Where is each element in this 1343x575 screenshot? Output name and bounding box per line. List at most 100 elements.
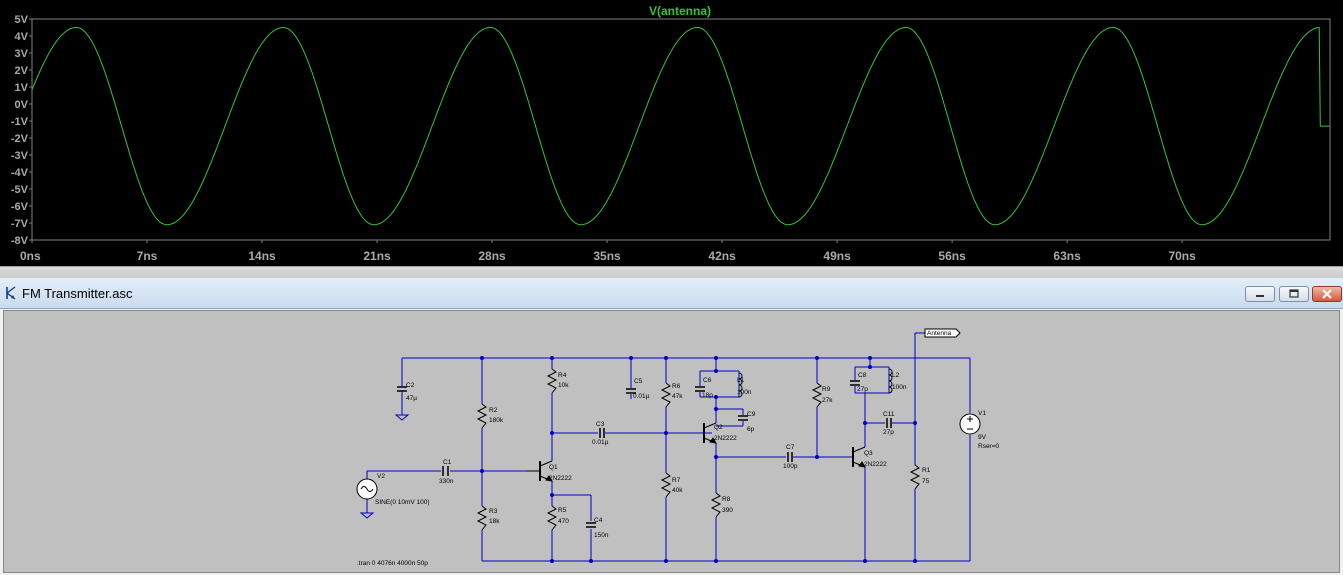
minimize-icon (1256, 295, 1264, 297)
capacitor-symbols (397, 380, 892, 528)
label-R2-name: R2 (489, 407, 498, 414)
label-R4-name: R4 (558, 372, 567, 379)
plot-area[interactable] (31, 18, 1331, 241)
component-labels: Antenna C2 47µ R2 180k R3 18k V2 SINE(0 … (357, 330, 1000, 567)
label-R8-value: 390 (722, 507, 733, 514)
label-C7-value: 100p (783, 463, 798, 470)
y-tick-label: 2V (15, 65, 29, 77)
label-Q1-name: Q1 (549, 464, 558, 471)
label-C6-name: C6 (703, 377, 712, 384)
minimize-button[interactable] (1245, 286, 1275, 302)
label-R7-value: 40k (672, 487, 683, 494)
label-C5-name: C5 (634, 378, 643, 385)
resistor-symbols (476, 368, 921, 531)
label-R4-value: 10k (558, 382, 569, 389)
label-V2-name: V2 (377, 473, 385, 480)
label-V1-rser: Rser=0 (978, 443, 1000, 450)
label-Q3-name: Q3 (864, 450, 873, 457)
label-Q3-value: 2N2222 (864, 461, 887, 468)
label-R1-name: R1 (922, 467, 931, 474)
x-tick-label: 42ns (708, 249, 736, 263)
label-C6-value: 18p (702, 392, 713, 399)
x-tick-label: 0ns (20, 249, 41, 263)
label-C8-name: C8 (858, 372, 867, 379)
plot-title[interactable]: V(antenna) (649, 4, 711, 18)
label-Q1-value: 2N2222 (549, 475, 572, 482)
spice-directive[interactable]: .tran 0 4076n 4000n 50p (357, 560, 428, 567)
y-tick-label: 5V (15, 14, 29, 26)
label-L1-value: 100n (737, 389, 752, 396)
maximize-icon (1289, 289, 1299, 298)
y-tick-label: 3V (15, 48, 29, 60)
label-C3-value: 0.01µ (592, 439, 609, 446)
net-label-antenna: Antenna (927, 330, 952, 337)
label-C5-value: 0.01µ (633, 393, 650, 400)
x-tick-label: 70ns (1168, 249, 1196, 263)
ltspice-icon (6, 286, 16, 300)
x-tick-label: 56ns (938, 249, 966, 263)
y-tick-label: -7V (11, 218, 29, 230)
label-R9-value: 27k (822, 397, 833, 404)
label-C1-value: 330n (439, 478, 454, 485)
y-tick-label: 1V (15, 82, 29, 94)
y-tick-label: 4V (15, 31, 29, 43)
label-C11-value: 27p (883, 429, 894, 436)
label-C9-name: C9 (747, 411, 756, 418)
label-C8-value: 27p (857, 386, 868, 393)
plot-window-bottom-edge (0, 266, 1343, 279)
y-tick-label: 0V (15, 99, 29, 111)
schematic-titlebar[interactable]: FM Transmitter.asc (0, 278, 1343, 309)
y-tick-label: -6V (11, 201, 29, 213)
x-tick-label: 28ns (478, 249, 506, 263)
label-V1-value: 9V (978, 434, 987, 441)
maximize-button[interactable] (1279, 286, 1309, 302)
x-tick-label: 49ns (823, 249, 851, 263)
label-C4-value: 150n (594, 532, 609, 539)
label-C9-value: 6p (747, 426, 755, 433)
close-button[interactable] (1312, 286, 1342, 302)
label-C7-name: C7 (786, 444, 795, 451)
label-R9-name: R9 (822, 386, 831, 393)
ground-symbols (359, 395, 410, 519)
label-R6-value: 47k (672, 393, 683, 400)
schematic-drawing[interactable]: Antenna C2 47µ R2 180k R3 18k V2 SINE(0 … (4, 311, 1339, 572)
y-tick-label: -1V (11, 116, 29, 128)
label-C3-name: C3 (596, 421, 605, 428)
v-antenna-trace (31, 26, 1330, 226)
antenna-net-flag[interactable] (924, 328, 961, 338)
x-tick-label: 35ns (593, 249, 621, 263)
label-L2-value: 100n (892, 384, 907, 391)
x-tick-label: 14ns (248, 249, 276, 263)
close-icon (1322, 289, 1332, 299)
y-tick-label: -4V (11, 167, 29, 179)
x-tick-label: 7ns (137, 249, 158, 263)
label-R3-name: R3 (489, 508, 498, 515)
y-tick-label: -5V (11, 184, 29, 196)
schematic-canvas[interactable]: Antenna C2 47µ R2 180k R3 18k V2 SINE(0 … (3, 310, 1340, 573)
label-R6-name: R6 (672, 383, 681, 390)
label-C4-name: C4 (594, 517, 603, 524)
label-Q2-value: 2N2222 (714, 435, 737, 442)
label-V1-name: V1 (978, 410, 986, 417)
y-tick-label: -8V (11, 235, 29, 247)
label-L2-name: L2 (892, 372, 900, 379)
transistor-symbols (526, 422, 866, 482)
junction-dots (480, 356, 917, 563)
label-R2-value: 180k (489, 417, 504, 424)
label-C11-name: C11 (883, 411, 895, 418)
schematic-window-title: FM Transmitter.asc (22, 286, 133, 301)
x-tick-label: 63ns (1053, 249, 1081, 263)
schematic-wires (366, 332, 971, 562)
label-R1-value: 75 (922, 478, 930, 485)
label-C1-name: C1 (443, 459, 452, 466)
schematic-window: FM Transmitter.asc (0, 278, 1343, 575)
label-C2-value: 47µ (406, 395, 417, 402)
label-R5-name: R5 (558, 507, 567, 514)
inductor-symbols (738, 368, 893, 398)
y-tick-label: -2V (11, 133, 29, 145)
label-R3-value: 18k (489, 518, 500, 525)
